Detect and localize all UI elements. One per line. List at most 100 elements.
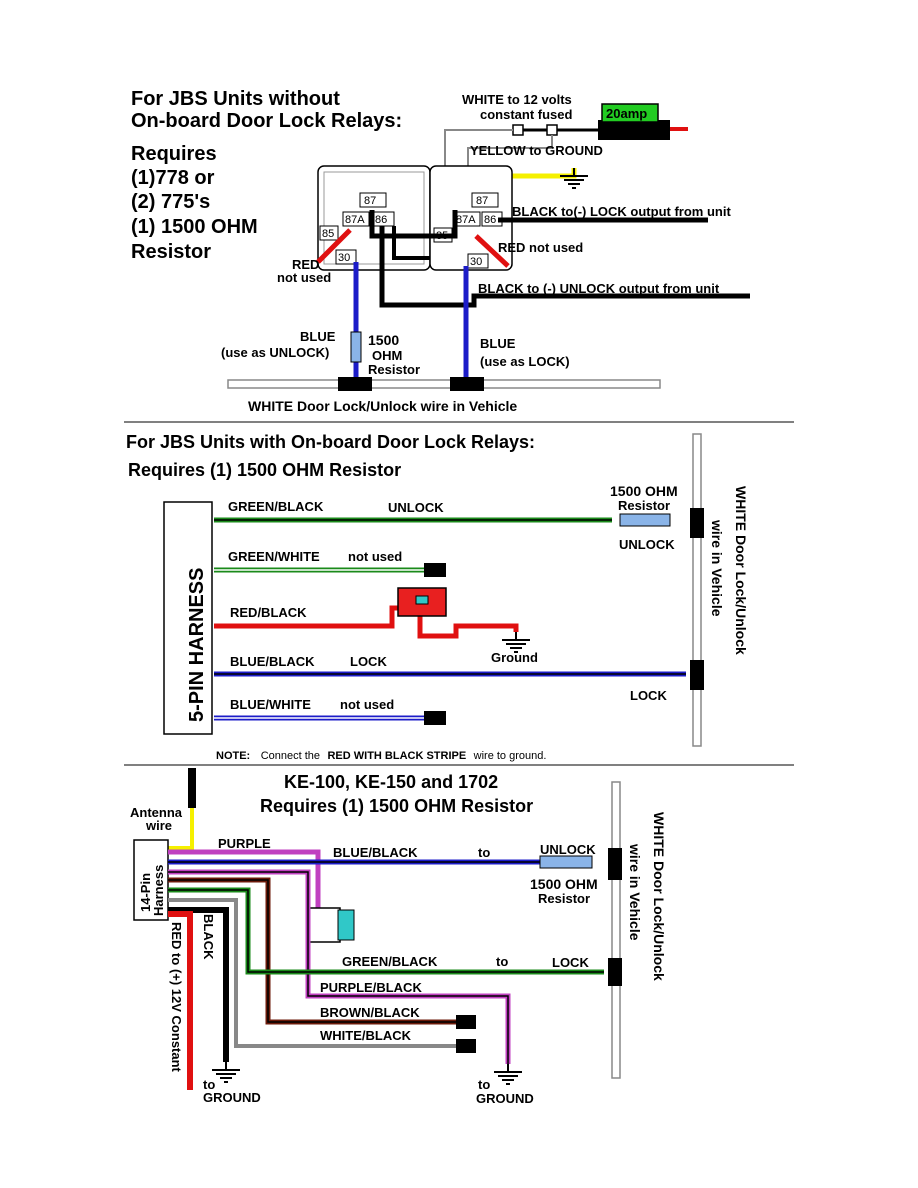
ground-symbol (501, 631, 531, 653)
harness-14pin-1: 14-Pin (138, 873, 153, 912)
wire4-label: BLUE/BLACK (230, 654, 315, 669)
s2-note: NOTE: Connect the RED WITH BLACK STRIPE … (216, 746, 546, 763)
resistor (539, 855, 593, 869)
section-3: KE-100, KE-150 and 1702 Requires (1) 150… (130, 768, 667, 1106)
red-constant-label: RED to (+) 12V Constant (169, 922, 184, 1073)
blue-right-2: (use as LOCK) (480, 354, 570, 369)
antenna-tip (188, 768, 196, 808)
white-12v-label-2: constant fused (480, 107, 573, 122)
s1-vehicle-label: WHITE Door Lock/Unlock wire in Vehicle (248, 398, 517, 414)
ground-symbol (493, 1063, 523, 1085)
red-left-1: RED (292, 257, 319, 272)
s2-title-line1: For JBS Units with On-board Door Lock Re… (126, 432, 535, 452)
wire3-label: RED/BLACK (230, 605, 307, 620)
s2-lock: LOCK (630, 688, 667, 703)
t-tap (338, 377, 372, 391)
black-unlock-label: BLACK to (-) UNLOCK output from unit (478, 281, 720, 296)
resistor (619, 513, 671, 527)
connector (307, 907, 341, 943)
s3-unlock: UNLOCK (540, 842, 596, 857)
s2-vehicle-wire (692, 433, 702, 747)
s2-vehicle-2: wire in Vehicle (709, 519, 725, 617)
white-wire-2 (467, 135, 553, 176)
wire-cap (424, 563, 446, 577)
pin-87-b: 87 (476, 195, 488, 207)
fuse-label: 20amp (606, 106, 647, 121)
t-tap (608, 848, 622, 880)
blue-left-2: (use as UNLOCK) (221, 345, 329, 360)
black-lock-label: BLACK to(-) LOCK output from unit (512, 204, 731, 219)
s3-vehicle-wire (611, 781, 621, 1079)
antenna-label-2: wire (145, 818, 172, 833)
wire1-fn: UNLOCK (388, 500, 444, 515)
s1-req-3: (2) 775's (131, 191, 210, 213)
to-ground-b-1: to (478, 1077, 490, 1092)
ground-symbol (211, 1061, 241, 1083)
pin-87: 87 (364, 195, 376, 207)
wire4-fn: LOCK (350, 654, 387, 669)
harness-5pin-label: 5-PIN HARNESS (186, 568, 208, 722)
s3-lock: LOCK (552, 955, 589, 970)
resistor-label-1: 1500 (368, 332, 399, 348)
black-jumper (369, 210, 458, 239)
t-tap (690, 508, 704, 538)
note-c: wire to ground. (473, 750, 547, 762)
to-ground-a-1: to (203, 1077, 215, 1092)
pin-30: 30 (338, 252, 350, 264)
pin-86: 86 (375, 214, 387, 226)
connector-cyan (337, 909, 355, 941)
pin-87a: 87A (345, 214, 365, 226)
purple-black-label: PURPLE/BLACK (320, 980, 422, 995)
pin-87a-b: 87A (456, 214, 476, 226)
note-b: RED WITH BLACK STRIPE (327, 750, 466, 762)
s3-vehicle-2: wire in Vehicle (627, 843, 643, 941)
harness-14pin (133, 839, 169, 921)
s2-title-line2: Requires (1) 1500 OHM Resistor (128, 460, 401, 480)
red-12v-wire (168, 911, 193, 1090)
white-black-wire (168, 898, 462, 1048)
harness-5pin (163, 501, 213, 735)
white-black-label: WHITE/BLACK (320, 1028, 412, 1043)
vehicle-wire (227, 379, 661, 389)
purple-label: PURPLE (218, 836, 271, 851)
s1-req-4: (1) 1500 OHM (131, 216, 258, 238)
s3-title-line1: KE-100, KE-150 and 1702 (284, 772, 498, 792)
ground-label: Ground (491, 650, 538, 665)
note-prefix: NOTE: (216, 750, 250, 762)
s2-resistor-1: 1500 OHM (610, 483, 678, 499)
s1-req-5: Resistor (131, 241, 211, 263)
blue-right-1: BLUE (480, 336, 516, 351)
s1-req-1: Requires (131, 143, 217, 165)
harness-14pin-2: Harness (151, 865, 166, 916)
s3-title-line2: Requires (1) 1500 OHM Resistor (260, 796, 533, 816)
black-unlock-wire (379, 226, 750, 308)
to-ground-a-2: GROUND (203, 1090, 261, 1105)
section-2: For JBS Units with On-board Door Lock Re… (126, 432, 749, 763)
wire5-fn: not used (340, 697, 394, 712)
wire1-label: GREEN/BLACK (228, 499, 324, 514)
s1-title-line2: On-board Door Lock Relays: (131, 110, 402, 132)
black-jumper-2 (392, 226, 430, 260)
note-a: Connect the (261, 750, 320, 762)
white-12v-label-1: WHITE to 12 volts (462, 92, 572, 107)
resistor-label-3: Resistor (368, 362, 420, 377)
red-left-2: not used (277, 270, 331, 285)
s3-blue-black-label: BLUE/BLACK (333, 845, 418, 860)
s3-vehicle-1: WHITE Door Lock/Unlock (651, 812, 667, 981)
resistor-label-2: OHM (372, 348, 402, 363)
wire5-label: BLUE/WHITE (230, 697, 311, 712)
purple-wire (168, 849, 321, 910)
blue-left-1: BLUE (300, 329, 336, 344)
butt-connector (546, 124, 558, 136)
s3-green-black-label: GREEN/BLACK (342, 954, 438, 969)
resistor (350, 331, 362, 363)
t-tap (450, 377, 484, 391)
wire2-fn: not used (348, 549, 402, 564)
brown-black-label: BROWN/BLACK (320, 1005, 420, 1020)
s3-to-1: to (478, 845, 490, 860)
fuse-holder (598, 120, 670, 140)
wire-cap (456, 1039, 476, 1053)
black-wire (168, 907, 229, 1062)
s2-resistor-2: Resistor (618, 498, 670, 513)
butt-connector (512, 124, 524, 136)
